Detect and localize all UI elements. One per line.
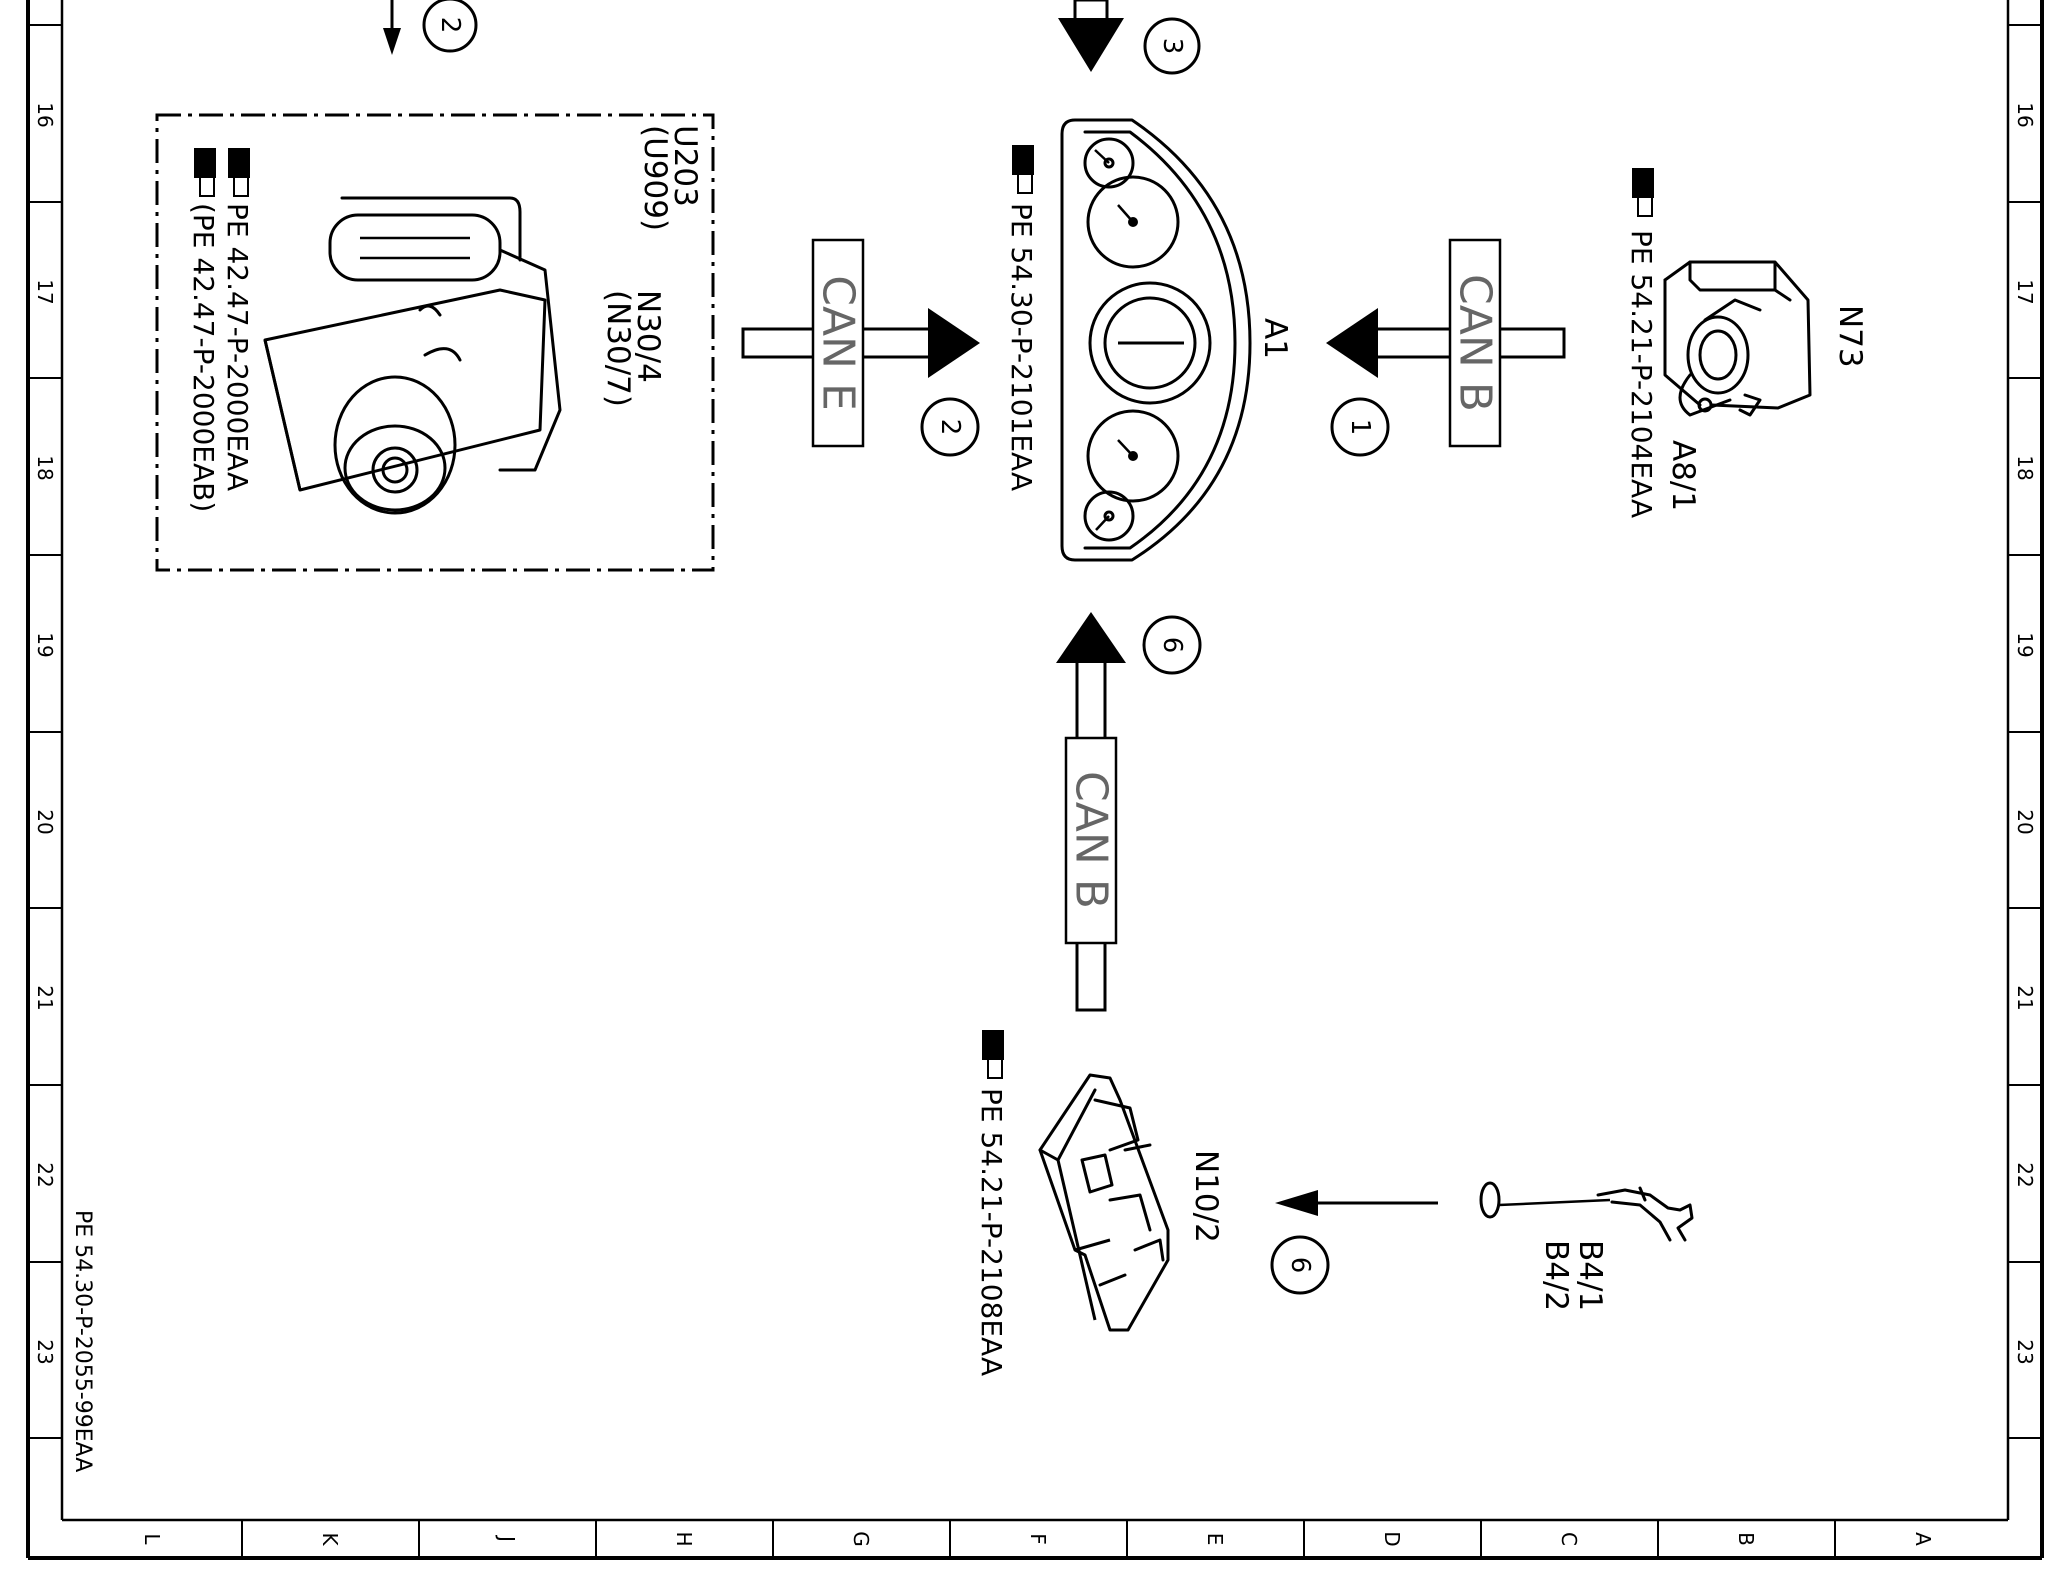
esp-module-label: U203: [667, 125, 703, 207]
column-letter: B: [1734, 1532, 1758, 1546]
ignition-switch: N73 A8/1 PE 54.21-P-2104EAA: [1625, 168, 1868, 518]
signal-number: 2: [435, 17, 465, 34]
esp-label: N30/4: [630, 290, 666, 383]
can-b-label: CAN B: [1450, 274, 1501, 412]
n73-sublabel: A8/1: [1665, 440, 1701, 511]
column-letter: J: [495, 1534, 519, 1542]
can-b-bottom-connection: CAN B 6: [1056, 612, 1202, 1012]
sensor-connection: 6: [1270, 1190, 1438, 1295]
signal-number: 3: [1157, 38, 1187, 55]
column-letter: K: [318, 1532, 342, 1546]
esp-reference: PE 42.47-P-2000EAA: [221, 148, 254, 491]
esp-alt-label: (N30/7): [600, 290, 636, 407]
signal-number: 6: [1285, 1257, 1315, 1274]
esp-reference-alt: (PE 42.47-P-2000EAB): [187, 148, 220, 512]
can-b-right-connection: CAN B 1: [1326, 238, 1566, 457]
row-number: 17: [2013, 279, 2037, 304]
row-number: 23: [33, 1339, 57, 1364]
esp-module-alt-label: (U909): [637, 125, 673, 231]
column-ticks: [241, 1520, 1836, 1558]
column-letter: C: [1557, 1532, 1581, 1546]
row-number: 22: [2013, 1162, 2037, 1187]
row-number: 17: [33, 279, 57, 304]
column-letter: H: [672, 1531, 696, 1546]
signal-number: 2: [935, 419, 965, 436]
row-number: 18: [2013, 455, 2037, 480]
pointing-hand-icon: [228, 148, 250, 197]
n10-ref: PE 54.21-P-2108EAA: [975, 1088, 1008, 1376]
esp-labels: N30/4 (N30/7): [600, 290, 666, 407]
document-id: PE 54.30-P-2055-99EAA: [70, 1210, 95, 1472]
n10-label: N10/2: [1188, 1150, 1224, 1243]
can-b-label: CAN B: [1066, 771, 1117, 909]
a1-reference: PE 54.30-P-2101EAA: [1005, 145, 1038, 491]
pointing-hand-icon: [982, 1030, 1004, 1079]
esp-ref-alt: (PE 42.47-P-2000EAB): [187, 203, 220, 512]
esp-module-labels: U203 (U909): [637, 125, 703, 231]
n73-reference: PE 54.21-P-2104EAA: [1625, 168, 1658, 518]
n10-reference: PE 54.21-P-2108EAA: [975, 1030, 1008, 1376]
signal-number: 1: [1345, 419, 1375, 436]
row-number: 16: [33, 102, 57, 127]
column-letter: D: [1380, 1531, 1404, 1546]
row-number: 22: [33, 1162, 57, 1187]
row-number: 18: [33, 455, 57, 480]
sensor-labels: B4/1 B4/2: [1538, 1240, 1608, 1311]
sam-control-unit: N10/2 PE 54.21-P-2108EAA: [975, 1030, 1224, 1376]
row-number: 16: [2013, 102, 2037, 127]
top-a1-arrow: 3: [1058, 0, 1201, 75]
row-number: 20: [33, 809, 57, 834]
esp-ref: PE 42.47-P-2000EAA: [221, 203, 254, 491]
n73-ref: PE 54.21-P-2104EAA: [1625, 230, 1658, 518]
column-letter: F: [1026, 1533, 1050, 1545]
column-letter: A: [1911, 1532, 1935, 1546]
can-e-connection: CAN E 2: [741, 238, 980, 457]
row-number: 21: [33, 985, 57, 1010]
column-letter: E: [1203, 1533, 1227, 1546]
row-ticks: [28, 24, 2042, 1439]
can-e-label: CAN E: [813, 275, 864, 411]
top-left-arrow: 2: [383, 0, 478, 55]
row-number: 23: [2013, 1339, 2037, 1364]
column-letter: G: [849, 1531, 873, 1547]
fuel-level-sensor: B4/1 B4/2: [1479, 1181, 1694, 1311]
column-letter: L: [140, 1533, 164, 1545]
sheet-frame: [26, 0, 2044, 1560]
row-number: 19: [2013, 632, 2037, 657]
row-numbers-right: 16 17 18 19 20 21 22 23: [2013, 102, 2037, 1364]
sensor-label: B4/1: [1572, 1240, 1608, 1311]
n73-label: N73: [1832, 305, 1868, 368]
row-number: 19: [33, 632, 57, 657]
pointing-hand-icon: [1632, 168, 1654, 217]
a1-label: A1: [1257, 318, 1293, 359]
sensor-label-2: B4/2: [1538, 1240, 1574, 1311]
row-number: 21: [2013, 985, 2037, 1010]
esp-control-unit: U203 (U909) N30/4 (N30/7) PE 42.47-P-200…: [155, 113, 715, 572]
instrument-cluster: A1 PE 54.30-P-2101EAA: [1005, 118, 1293, 562]
a1-ref: PE 54.30-P-2101EAA: [1005, 203, 1038, 491]
signal-number: 6: [1157, 637, 1187, 654]
row-numbers-left: 16 17 18 19 20 21 22 23: [33, 102, 57, 1364]
row-number: 20: [2013, 809, 2037, 834]
column-letters: L K J H G F E D C B A: [140, 1531, 1935, 1547]
pointing-hand-icon: [194, 148, 216, 197]
pointing-hand-icon: [1012, 145, 1034, 194]
